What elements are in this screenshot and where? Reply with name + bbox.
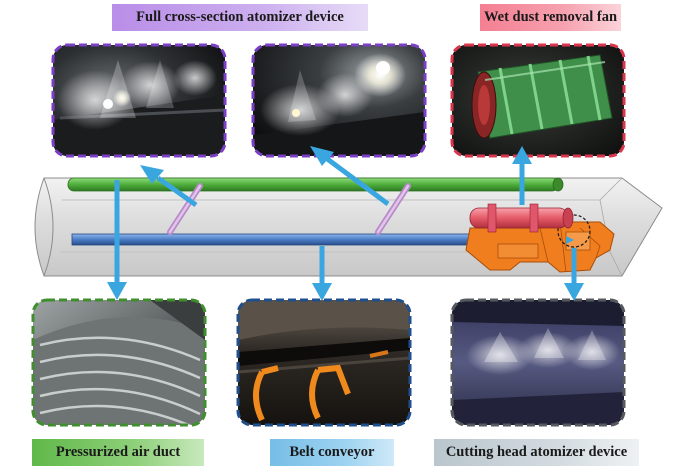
air-duct-photo [31,298,207,427]
belt-conveyor-beam [71,233,473,246]
cutting-head-atomizer-photo [450,298,626,427]
arrow-to-atomizer-left [140,165,198,208]
callout-arrows [107,146,584,301]
roadheader-machine [465,214,615,273]
arrow-to-atomizer-right [310,146,390,207]
arrow-to-belt-conveyor [312,246,332,301]
belt-conveyor-photo [236,298,412,427]
atomizer-photo-left [51,43,227,158]
atomizer-photo-right [251,43,427,158]
label-wet-dust-removal-fan: Wet dust removal fan [480,4,621,31]
label-full-cross-section-atomizer: Full cross-section atomizer device [112,4,368,31]
atomizer-spray-rods [167,183,411,235]
arrow-to-fan [512,146,532,205]
fan-photo [450,43,626,158]
pressurized-air-duct-pipe [67,177,564,192]
wet-dust-removal-fan-model [469,203,574,233]
label-cutting-head-atomizer: Cutting head atomizer device [434,439,639,466]
arrow-to-cutting-head [564,248,584,301]
label-belt-conveyor: Belt conveyor [270,439,394,466]
arrow-to-air-duct [107,180,127,300]
label-pressurized-air-duct: Pressurized air duct [32,439,204,466]
